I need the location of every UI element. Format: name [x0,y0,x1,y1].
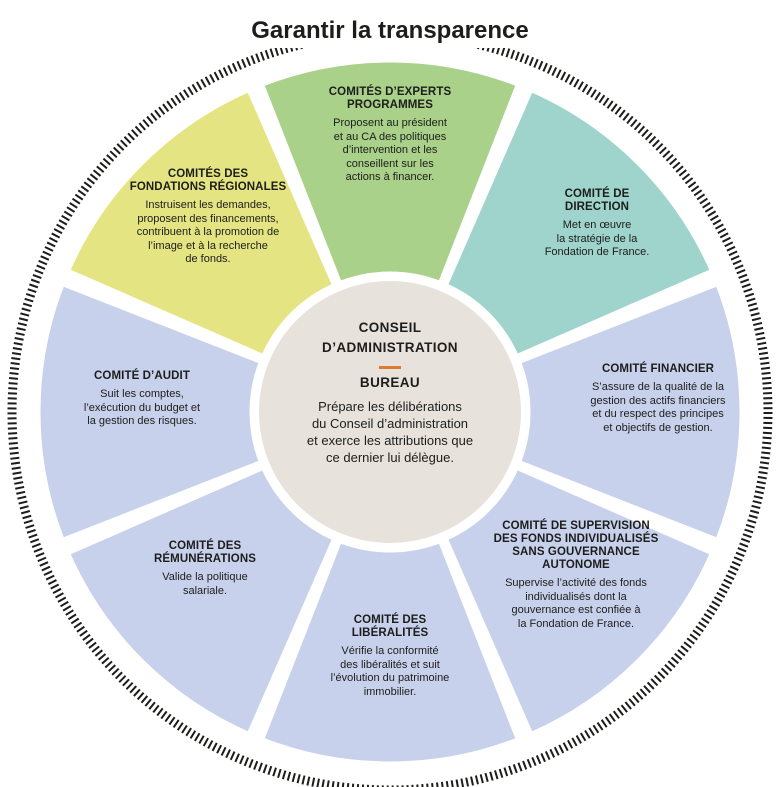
title-backdrop [220,8,560,48]
segments-layer [35,57,745,767]
segment-wedge-audit [35,281,265,543]
segment-description: Supervise l’activité des fonds individua… [505,577,647,630]
segment-audit: COMITÉ D’AUDIT Suit les comptes, l’exécu… [42,370,242,429]
segment-description: Met en œuvre la stratégie de la Fondatio… [544,219,650,258]
segment-description: Valide la politique salariale. [162,571,248,597]
center-block: CONSEIL D’ADMINISTRATION BUREAU Prépare … [278,318,502,466]
center-divider [379,366,401,369]
diagram-title: Garantir la transparence [251,17,528,44]
segment-description: Suit les comptes, l’exécution du budget … [83,388,201,427]
segment-description: Proposent au président et au CA des poli… [333,117,447,183]
segment-title: COMITÉS D’EXPERTS PROGRAMMES [328,86,452,111]
segment-liberalites: COMITÉ DES LIBÉRALITÉS Vérifie la confor… [298,614,482,699]
center-circle [253,275,527,549]
segment-wedge-financier [515,281,745,543]
segment-title: COMITÉ FINANCIER [601,363,715,375]
segment-remunerations: COMITÉ DES RÉMUNÉRATIONS Valide la polit… [110,540,300,598]
segment-wedge-regionales [64,86,338,360]
center-description: Prépare les délibérations du Conseil d’a… [306,399,474,465]
segment-wedge-experts [259,57,521,287]
segment-title: COMITÉS DES FONDATIONS RÉGIONALES [129,168,287,193]
segment-wedge-supervision [442,464,716,738]
segment-direction: COMITÉ DE DIRECTION Met en œuvre la stra… [512,188,682,260]
segment-title: COMITÉ DE DIRECTION [564,188,630,213]
segment-description: S’assure de la qualité de la gestion des… [590,381,726,434]
segment-supervision-fonds: COMITÉ DE SUPERVISION DES FONDS INDIVIDU… [478,520,674,631]
segment-financier: COMITÉ FINANCIER S’assure de la qualité … [560,363,756,435]
segment-title: COMITÉ DES LIBÉRALITÉS [351,614,429,639]
center-subtitle: BUREAU [359,375,421,390]
segment-wedge-remunerations [64,464,338,738]
segment-fondations-regionales: COMITÉS DES FONDATIONS RÉGIONALES Instru… [104,168,312,267]
segment-wedge-liberalites [259,537,521,767]
segment-description: Instruisent les demandes, proposent des … [136,199,280,265]
segment-description: Vérifie la conformité des libéralités et… [330,645,450,698]
segment-title: COMITÉ D’AUDIT [94,370,190,382]
center-title: CONSEIL D’ADMINISTRATION [322,320,458,355]
segment-experts-programmes: COMITÉS D’EXPERTS PROGRAMMES Proposent a… [296,86,484,185]
segment-title: COMITÉ DE SUPERVISION DES FONDS INDIVIDU… [493,520,659,571]
segment-wedge-direction [442,86,716,360]
segment-title: COMITÉ DES RÉMUNÉRATIONS [153,540,257,565]
